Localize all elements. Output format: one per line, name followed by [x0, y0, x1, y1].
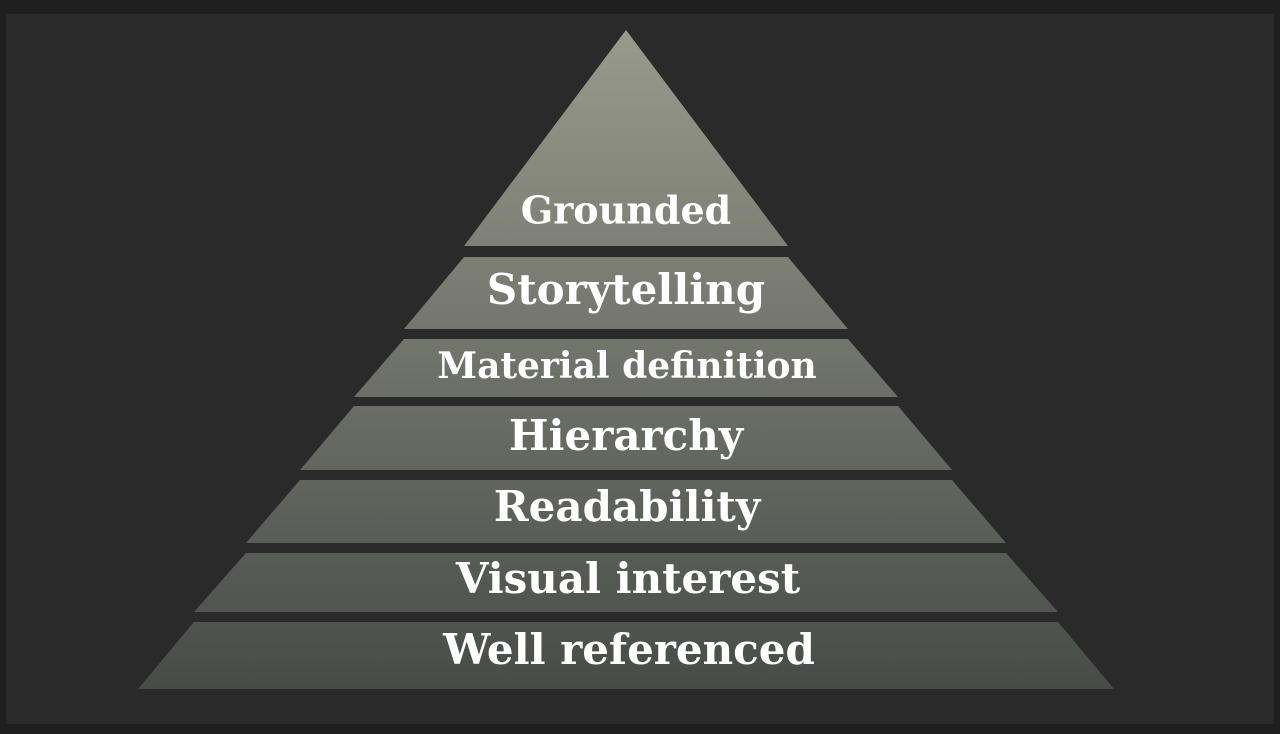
tier-band: [194, 553, 1058, 612]
tier-band: [246, 480, 1006, 543]
tier-band: [354, 339, 898, 397]
tier-label-grounded: Grounded: [521, 188, 731, 233]
tier-label-visual-interest: Visual interest: [455, 554, 801, 603]
pyramid-tier-well-referenced: Well referenced: [138, 622, 1114, 689]
pyramid-tier-readability: Readability: [246, 480, 1006, 543]
pyramid-tier-storytelling: Storytelling: [404, 257, 848, 329]
tier-band: [300, 406, 952, 470]
tier-label-well-referenced: Well referenced: [442, 625, 815, 674]
tier-label-storytelling: Storytelling: [487, 265, 765, 314]
tier-band: [464, 30, 788, 246]
pyramid-tier-hierarchy: Hierarchy: [300, 406, 952, 470]
pyramid-tier-material-definition: Material definition: [354, 339, 898, 397]
tier-band: [404, 257, 848, 329]
tier-label-hierarchy: Hierarchy: [509, 411, 745, 460]
pyramid-tier-grounded: Grounded: [464, 30, 788, 246]
tier-label-readability: Readability: [494, 482, 762, 531]
tier-band: [138, 622, 1114, 689]
tier-label-material-definition: Material definition: [437, 345, 816, 387]
pyramid-tiers: Grounded Storytelling Material definitio…: [138, 30, 1114, 689]
pyramid-tier-visual-interest: Visual interest: [194, 553, 1058, 612]
